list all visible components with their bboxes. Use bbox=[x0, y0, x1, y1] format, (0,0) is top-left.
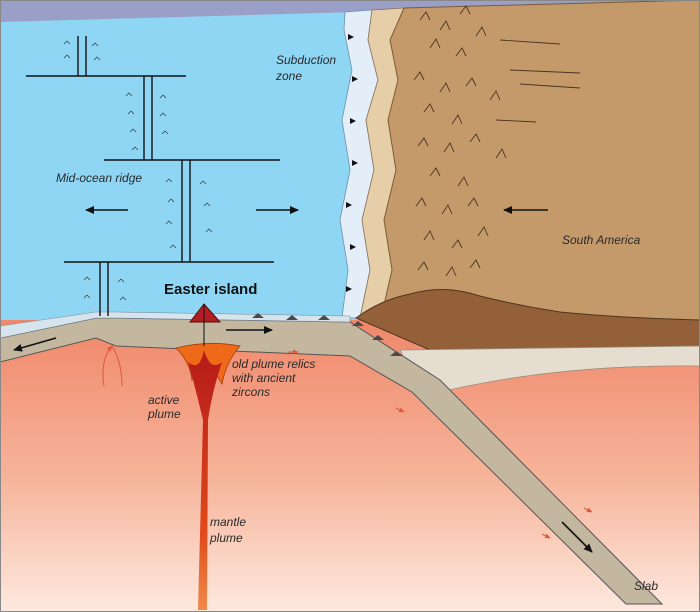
seamounts bbox=[252, 313, 402, 356]
label-old-plume-relics-2: with ancient bbox=[232, 371, 296, 385]
label-south-america: South America bbox=[562, 233, 641, 247]
label-old-plume-relics: old plume relics bbox=[232, 357, 315, 371]
ridge-hatching bbox=[63, 40, 213, 301]
label-subduction-zone: Subduction bbox=[276, 53, 336, 67]
label-subduction-zone-2: zone bbox=[275, 69, 302, 83]
label-mid-ocean-ridge: Mid-ocean ridge bbox=[56, 171, 142, 185]
trench-teeth bbox=[346, 34, 358, 292]
continent-south-america bbox=[379, 0, 700, 323]
label-old-plume-relics-3: zircons bbox=[231, 385, 270, 399]
continental-lithosphere bbox=[399, 345, 700, 393]
mantle-flow-arrows bbox=[102, 345, 593, 539]
label-slab: Slab bbox=[634, 579, 658, 593]
label-mantle-plume-2: plume bbox=[209, 531, 243, 545]
label-active-plume: active bbox=[148, 393, 180, 407]
ocean-surface bbox=[0, 12, 360, 320]
label-mantle-plume: mantle bbox=[210, 515, 246, 529]
mantle-plume-conduit bbox=[188, 350, 222, 610]
mountain-texture bbox=[413, 5, 581, 277]
ridge-fractures bbox=[26, 36, 280, 316]
motion-arrows bbox=[13, 206, 593, 553]
easter-island-volcano bbox=[188, 303, 222, 323]
label-active-plume-2: plume bbox=[147, 407, 181, 421]
label-easter-island: Easter island bbox=[164, 281, 257, 298]
volcanic-arc bbox=[355, 288, 700, 351]
ocean-floor-strip bbox=[0, 311, 351, 339]
